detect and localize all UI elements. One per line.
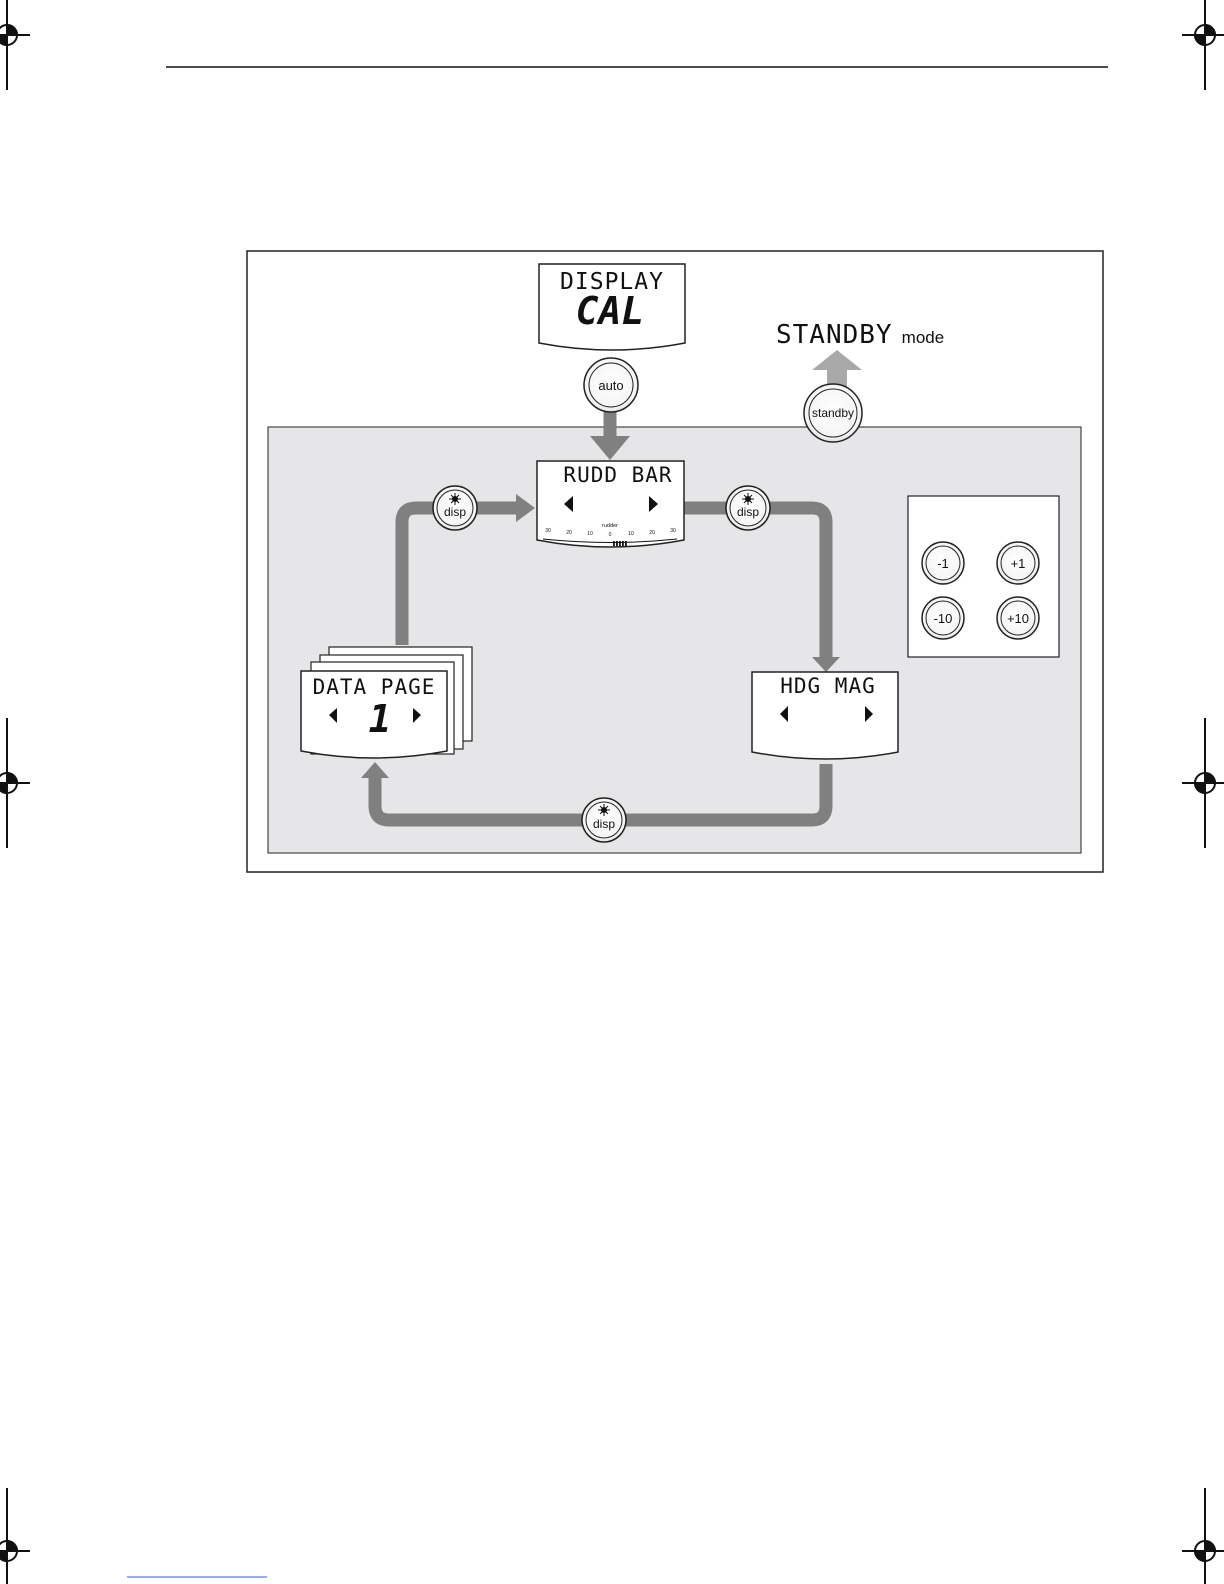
data-page-title: DATA PAGE [313,675,436,699]
standby-mode-suffix: mode [902,328,945,347]
rudder-tick-label: 30 [545,528,551,534]
rudder-tick-label: 30 [670,528,676,534]
rudder-tick-label: 20 [649,530,655,536]
registration-mark-top-right [1182,0,1224,90]
hdg-mag-title: HDG MAG [780,674,876,698]
registration-mark-top-left [0,0,30,90]
disp-button-right[interactable]: disp [726,486,770,530]
minus-1-button[interactable]: -1 [922,542,964,584]
plus-1-button[interactable]: +1 [997,542,1039,584]
disp-button-bottom[interactable]: disp [582,798,626,842]
registration-mark-bottom-left [0,1488,30,1584]
rudd-bar-screen[interactable]: RUDD BAR rudder 30 20 10 0 10 20 30 [537,461,684,547]
plus-1-label: +1 [1011,556,1026,571]
standby-lcd-text: STANDBY [776,320,893,350]
hdg-mag-screen[interactable]: HDG MAG [752,672,898,759]
adjust-keypad: -1 +1 -10 +10 [908,496,1059,657]
standby-button-label: standby [812,406,854,420]
disp-button-label: disp [444,505,466,519]
rudder-tick-label: 0 [609,532,612,538]
auto-button-label: auto [598,378,623,393]
registration-mark-mid-right [1182,718,1224,848]
rudder-tick-label: 10 [628,531,634,537]
plus-10-label: +10 [1007,611,1029,626]
standby-button[interactable]: standby [804,384,862,442]
auto-button[interactable]: auto [584,358,638,412]
minus-10-label: -10 [934,611,953,626]
display-cal-line2: CAL [576,289,645,333]
registration-mark-bottom-right [1182,1488,1224,1584]
disp-button-label: disp [593,817,615,831]
data-page-number: 1 [369,697,392,741]
plus-10-button[interactable]: +10 [997,597,1039,639]
disp-button-left[interactable]: disp [433,486,477,530]
rudder-tick-label: 20 [566,530,572,536]
minus-10-button[interactable]: -10 [922,597,964,639]
rudd-bar-scale-label: rudder [602,523,618,529]
registration-mark-mid-left [0,718,30,848]
minus-1-label: -1 [937,556,949,571]
data-page-screen[interactable]: DATA PAGE 1 [301,647,472,758]
rudder-tick-label: 10 [587,531,593,537]
display-cal-screen[interactable]: DISPLAY CAL [539,264,685,350]
rudd-bar-title: RUDD BAR [563,463,672,487]
disp-button-label: disp [737,505,759,519]
